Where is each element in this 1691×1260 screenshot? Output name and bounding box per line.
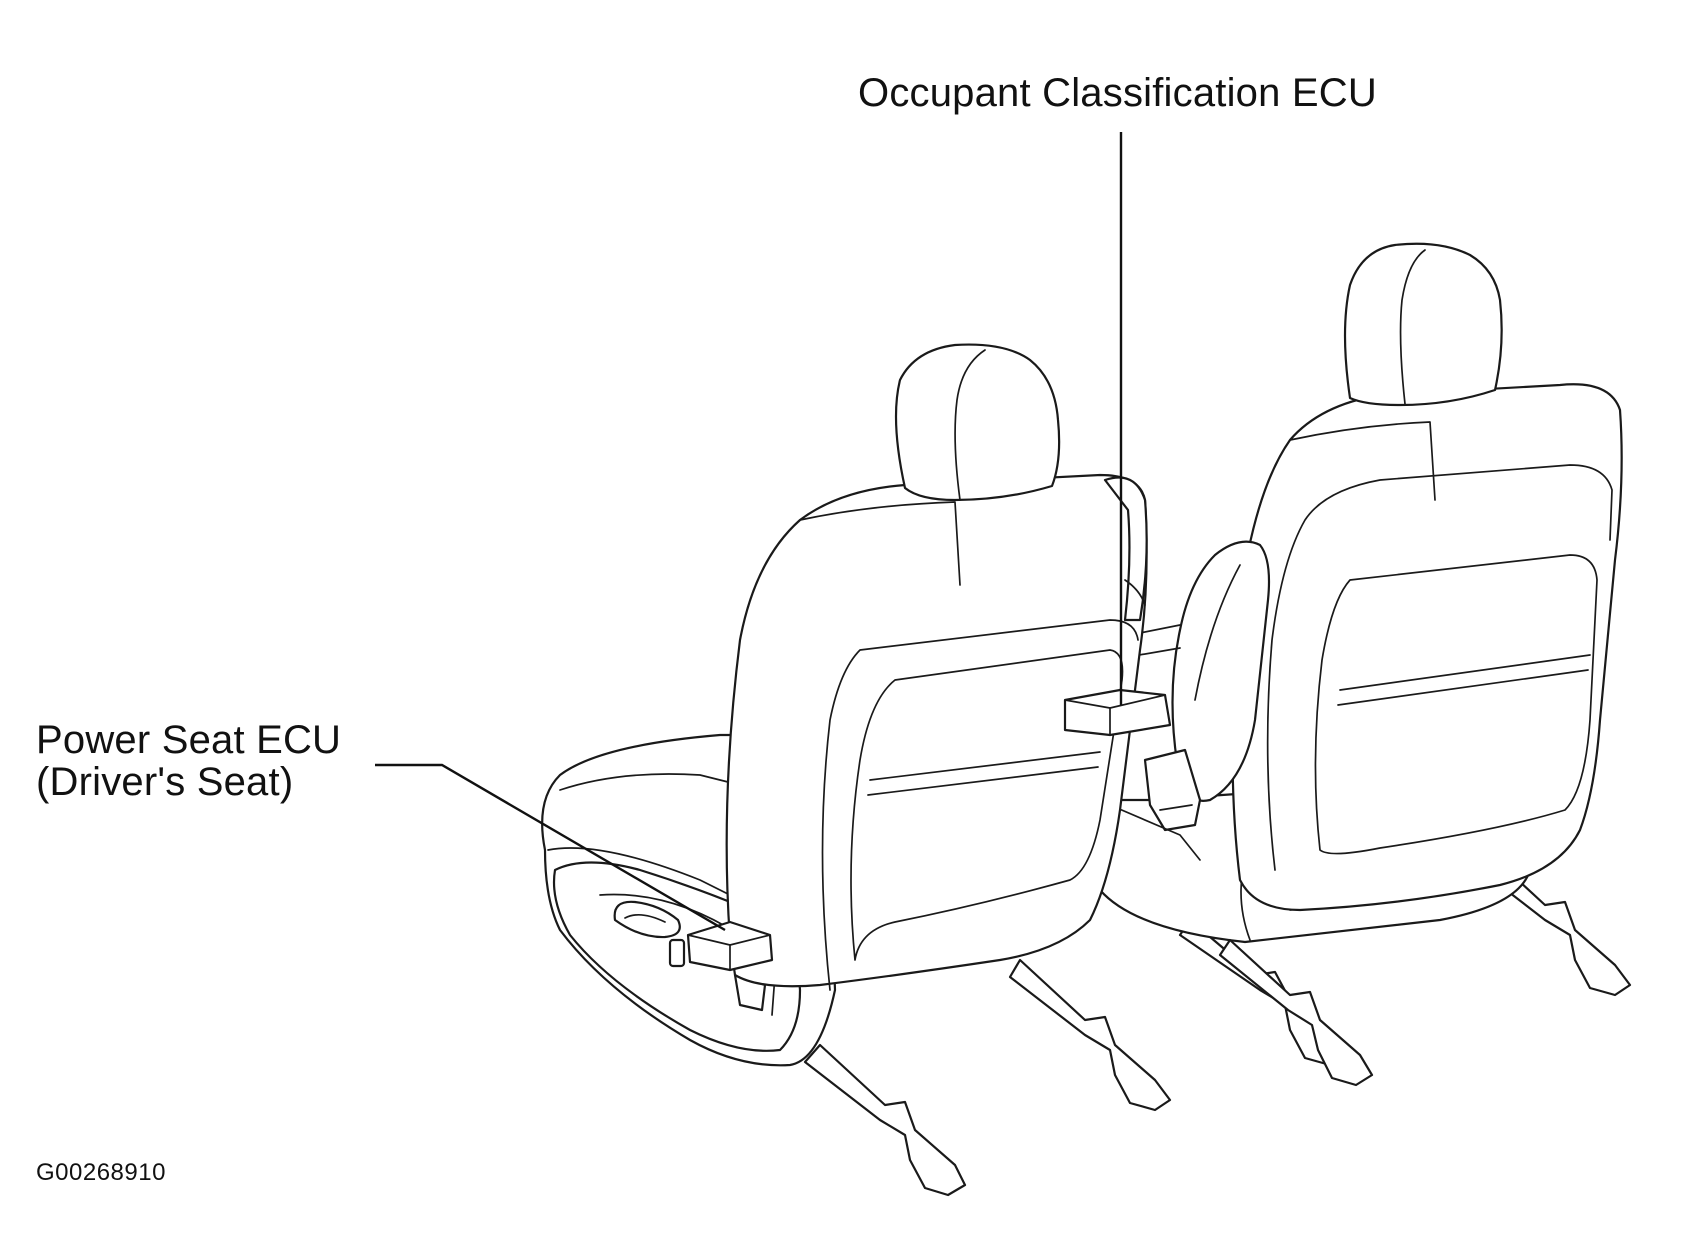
power-seat-ecu-label: Power Seat ECU (Driver's Seat)	[36, 719, 341, 803]
passenger-seatback-panel	[1314, 554, 1598, 855]
passenger-seat	[1087, 242, 1632, 1067]
power-seat-switch	[613, 900, 681, 939]
driver-headrest	[894, 343, 1061, 502]
driver-seat-bolster	[1103, 476, 1148, 622]
driver-seat	[541, 343, 1374, 1197]
power-seat-ecu-leader	[375, 763, 726, 932]
power-seat-ecu-label-line1: Power Seat ECU	[36, 718, 342, 762]
power-seat-ecu-label-line2: (Driver's Seat)	[36, 760, 294, 804]
figure-code: G00268910	[36, 1159, 166, 1186]
driver-seat-rail-rear	[803, 1043, 967, 1197]
passenger-headrest	[1343, 242, 1503, 407]
occupant-classification-ecu-label: Occupant Classification ECU	[858, 71, 1377, 115]
recliner-knob	[668, 938, 686, 968]
driver-seat-rail-mid	[1218, 938, 1374, 1087]
seatbelt-buckle	[1143, 748, 1202, 832]
driver-seat-rail-front	[1008, 958, 1172, 1112]
passenger-armrest	[1171, 540, 1271, 802]
passenger-seatback	[1231, 383, 1623, 912]
